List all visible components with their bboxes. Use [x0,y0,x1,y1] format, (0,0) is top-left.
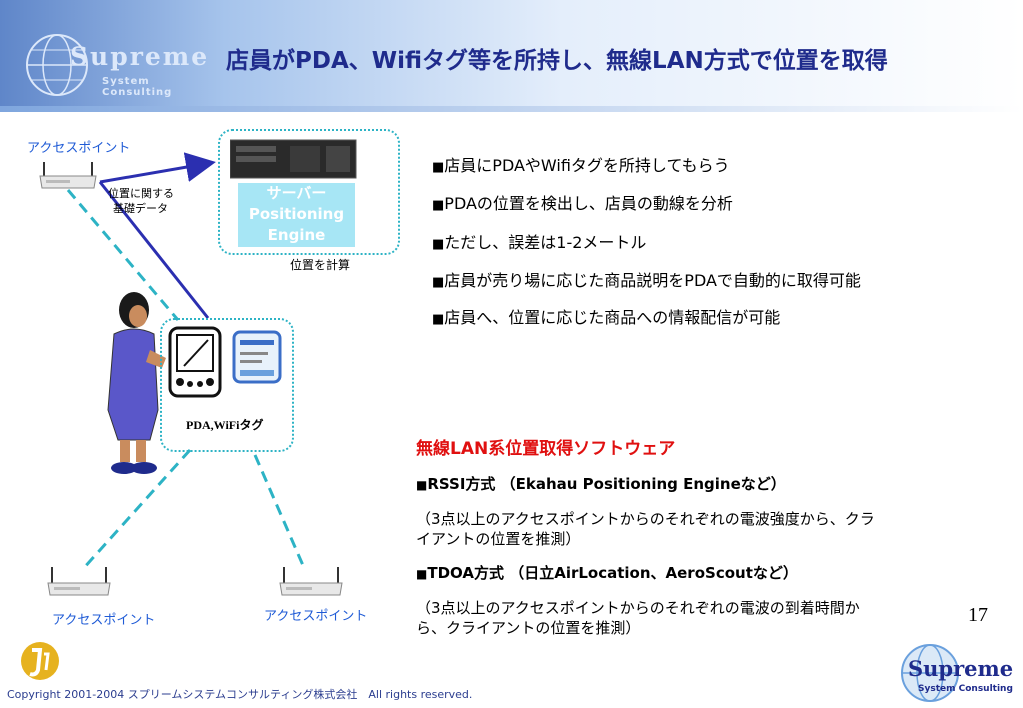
footer-logo: Supreme System Consulting [896,640,1021,706]
location-data-label-2: 基礎データ [113,202,168,215]
data-arrows [98,152,216,319]
server-label-line1: サーバー [266,184,327,202]
globe-icon [901,644,959,702]
pda-group [160,318,294,452]
globe-icon [26,34,88,96]
page-number: 17 [968,604,988,626]
bullet-item: ■店員にPDAやWifiタグを所持してもらう [432,156,730,175]
tdoa-title: ■TDOA方式 （日立AirLocation、AeroScoutなど） [416,564,798,582]
header-strip [0,106,1023,112]
location-data-label-1: 位置に関する [108,187,174,200]
logo-sub: System Consulting [102,76,173,98]
access-point-icon [39,162,97,189]
ap-bottom-left-label: アクセスポイント [52,613,156,628]
staff-person-icon [107,292,166,474]
slide-title: 店員がPDA、Wifiタグ等を所持し、無線LAN方式で位置を取得 [226,48,888,74]
header-banner [0,0,1023,112]
calc-label: 位置を計算 [290,258,351,272]
rssi-desc-2: イアントの位置を推測） [416,530,581,548]
bullet-item: ■ただし、誤差は1-2メートル [432,233,647,252]
logo-name: Supreme [70,42,210,71]
server-label-line3: Engine [267,226,326,244]
access-point-icon [279,567,343,596]
server-group [218,129,400,255]
server-icon [230,139,357,179]
company-emblem-icon [21,642,59,680]
ap-top-label: アクセスポイント [27,141,131,156]
rssi-title: ■RSSI方式 （Ekahau Positioning Engineなど） [416,475,786,493]
rssi-desc-1: （3点以上のアクセスポイントからのそれぞれの電波強度から、クラ [416,510,875,528]
bullet-item: ■PDAの位置を検出し、店員の動線を分析 [432,194,733,213]
tdoa-desc-2: ら、クライアントの位置を推測） [416,619,641,637]
pda-label: PDA,WiFiタグ [186,418,264,432]
tdoa-desc-1: （3点以上のアクセスポイントからのそれぞれの電波の到着時間か [416,599,860,617]
access-point-icon [47,567,111,596]
footer-logo-name: Supreme [908,656,1014,681]
software-heading: 無線LAN系位置取得ソフトウェア [416,439,676,459]
ap-bottom-right-label: アクセスポイント [264,609,368,624]
bullet-item: ■店員が売り場に応じた商品説明をPDAで自動的に取得可能 [432,271,861,290]
wifi-tag-icon [232,330,282,384]
copyright: Copyright 2001-2004 スプリームシステムコンサルティング株式会… [7,688,473,701]
bullet-item: ■店員へ、位置に応じた商品への情報配信が可能 [432,308,781,327]
pda-icon [168,326,222,398]
dashed-signal-lines [66,189,307,572]
footer-logo-sub: System Consulting [918,684,1013,694]
server-label-line2: Positioning [248,205,345,223]
header-logo: Supreme System Consulting [22,30,222,100]
server-label: サーバー Positioning Engine [238,183,355,247]
